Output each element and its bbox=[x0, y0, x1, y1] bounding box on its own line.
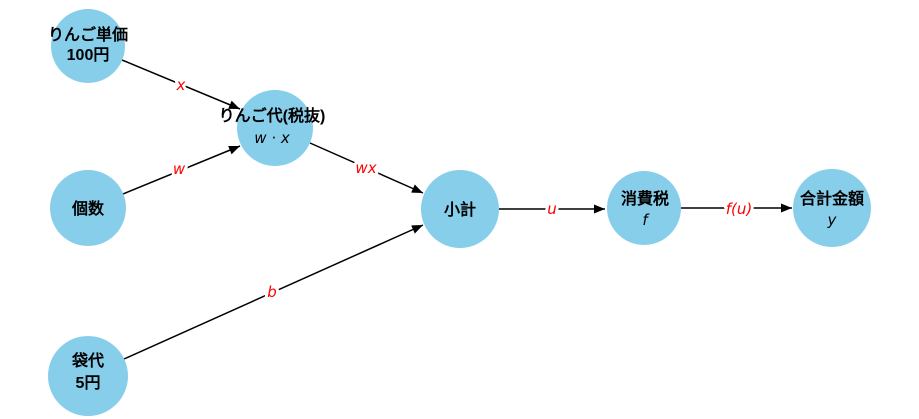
node-apple-unit-price-label: りんご単価 bbox=[48, 25, 128, 44]
node-total-amount: 合計金額 y bbox=[793, 169, 871, 247]
edge-bag-cost-to-subtotal bbox=[123, 224, 424, 360]
node-total-amount-formula: y bbox=[827, 211, 838, 229]
edge-label-u: u bbox=[547, 200, 557, 218]
node-quantity-circle bbox=[50, 170, 126, 246]
node-bag-cost-circle bbox=[48, 336, 128, 416]
node-apple-unit-price: りんご単価 100円 bbox=[48, 9, 128, 83]
node-consumption-tax-formula: f bbox=[642, 211, 650, 229]
edge-apple-cost-to-subtotal bbox=[309, 142, 424, 194]
node-apple-cost-pretax-circle bbox=[237, 90, 313, 166]
edge-label-w: w bbox=[173, 160, 186, 178]
node-consumption-tax-label: 消費税 bbox=[621, 189, 669, 208]
edge-label-x: x bbox=[176, 76, 186, 94]
node-consumption-tax: 消費税 f bbox=[607, 171, 681, 245]
edge-labels: x w wx b u f(u) bbox=[170, 73, 755, 304]
node-total-amount-label: 合計金額 bbox=[800, 189, 864, 208]
node-apple-cost-pretax-formula: w · x bbox=[254, 129, 290, 147]
edge-quantity-to-apple-cost bbox=[122, 145, 241, 195]
node-bag-cost-label: 袋代 bbox=[71, 351, 104, 370]
node-quantity-label: 個数 bbox=[71, 199, 105, 218]
node-apple-cost-pretax: りんご代(税抜) w · x bbox=[219, 90, 326, 166]
nodes: りんご単価 100円 個数 袋代 5円 りんご代(税抜) w · x 小計 bbox=[48, 9, 871, 416]
node-apple-cost-pretax-label: りんご代(税抜) bbox=[219, 106, 326, 125]
node-subtotal-circle bbox=[421, 170, 499, 248]
node-bag-cost-value: 5円 bbox=[76, 374, 101, 392]
node-apple-unit-price-value: 100円 bbox=[67, 46, 110, 64]
node-apple-unit-price-circle bbox=[51, 9, 125, 83]
node-quantity: 個数 bbox=[50, 170, 126, 246]
edge-label-b: b bbox=[267, 283, 277, 301]
edge-label-wx: wx bbox=[355, 159, 376, 177]
edges bbox=[121, 59, 792, 360]
node-total-amount-circle bbox=[793, 169, 871, 247]
edge-unit-price-to-apple-cost bbox=[121, 59, 241, 110]
edge-label-fu: f(u) bbox=[726, 200, 753, 218]
node-subtotal-label: 小計 bbox=[444, 200, 476, 219]
node-bag-cost: 袋代 5円 bbox=[48, 336, 128, 416]
node-subtotal: 小計 bbox=[421, 170, 499, 248]
node-consumption-tax-circle bbox=[607, 171, 681, 245]
